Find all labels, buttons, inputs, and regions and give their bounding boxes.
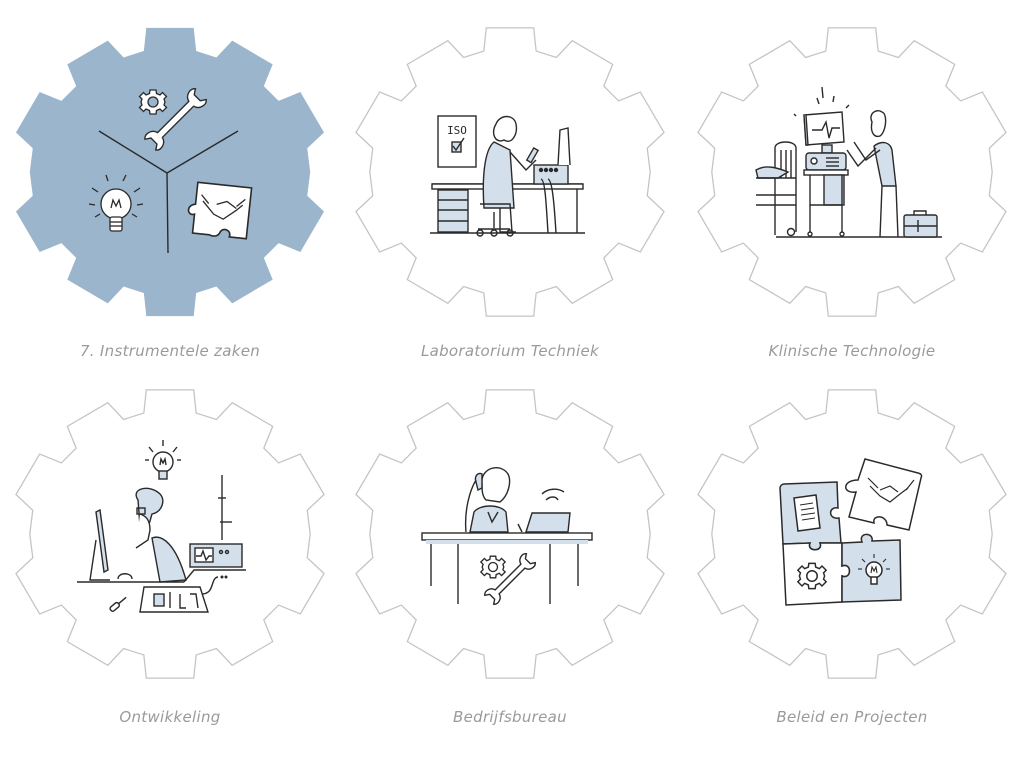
tile-label: 7. Instrumentele zaken — [79, 342, 261, 360]
iso-certificate-icon: ISO — [437, 115, 477, 168]
svg-text:ISO: ISO — [447, 124, 467, 137]
tile-bedrijfsbureau[interactable]: Bedrijfsbureau — [340, 380, 680, 760]
wifi-icon — [541, 488, 565, 501]
lightbulb-icon — [145, 440, 181, 480]
beleid-en-projecten-illustration — [779, 458, 923, 606]
puzzle-handshake-icon — [187, 181, 253, 240]
gear-icon — [480, 555, 506, 579]
lightbulb-icon — [88, 174, 144, 232]
lab-device-icon — [533, 127, 571, 234]
laptop-icon — [517, 512, 571, 533]
toolbox-icon — [903, 210, 938, 238]
screwdriver-icon — [109, 596, 127, 612]
desk-icon — [421, 532, 593, 604]
tile-klinische-technologie[interactable]: Klinische Technologie — [682, 0, 1022, 380]
puzzle-handshake-icon — [845, 458, 923, 531]
bedrijfsbureau-illustration — [421, 466, 593, 607]
tile-ontwikkeling[interactable]: Ontwikkeling — [0, 380, 340, 760]
technician-at-desk-icon — [476, 115, 540, 237]
tile-label: Beleid en Projecten — [776, 708, 928, 726]
hospital-bed-icon — [755, 141, 797, 237]
developer-icon — [135, 487, 187, 583]
puzzle-checklist-icon — [779, 481, 842, 551]
tile-label: Laboratorium Techniek — [420, 342, 600, 360]
tile-label: Bedrijfsbureau — [453, 708, 567, 726]
instrumentele-zaken-illustration — [88, 86, 253, 254]
tile-label: Ontwikkeling — [119, 708, 221, 726]
office-worker-phone-icon — [464, 466, 511, 533]
tile-laboratorium-techniek[interactable]: ISO Laboratorium Tec — [340, 0, 680, 380]
technician-icon — [846, 110, 899, 238]
circuit-board-icon — [139, 575, 228, 613]
puzzle-gear-icon — [782, 542, 851, 606]
ontwikkeling-illustration — [77, 440, 246, 613]
puzzle-lightbulb-icon — [841, 533, 902, 603]
laboratorium-techniek-illustration: ISO — [430, 115, 585, 237]
klinische-technologie-illustration — [755, 86, 942, 238]
tile-beleid-en-projecten[interactable]: Beleid en Projecten — [682, 380, 1022, 760]
gear-icon — [138, 89, 168, 115]
oscilloscope-icon — [189, 475, 243, 568]
tile-instrumentele-zaken[interactable]: 7. Instrumentele zaken — [0, 0, 340, 380]
tile-label: Klinische Technologie — [768, 342, 936, 360]
computer-monitor-icon — [89, 508, 133, 581]
patient-monitor-icon — [793, 86, 850, 237]
